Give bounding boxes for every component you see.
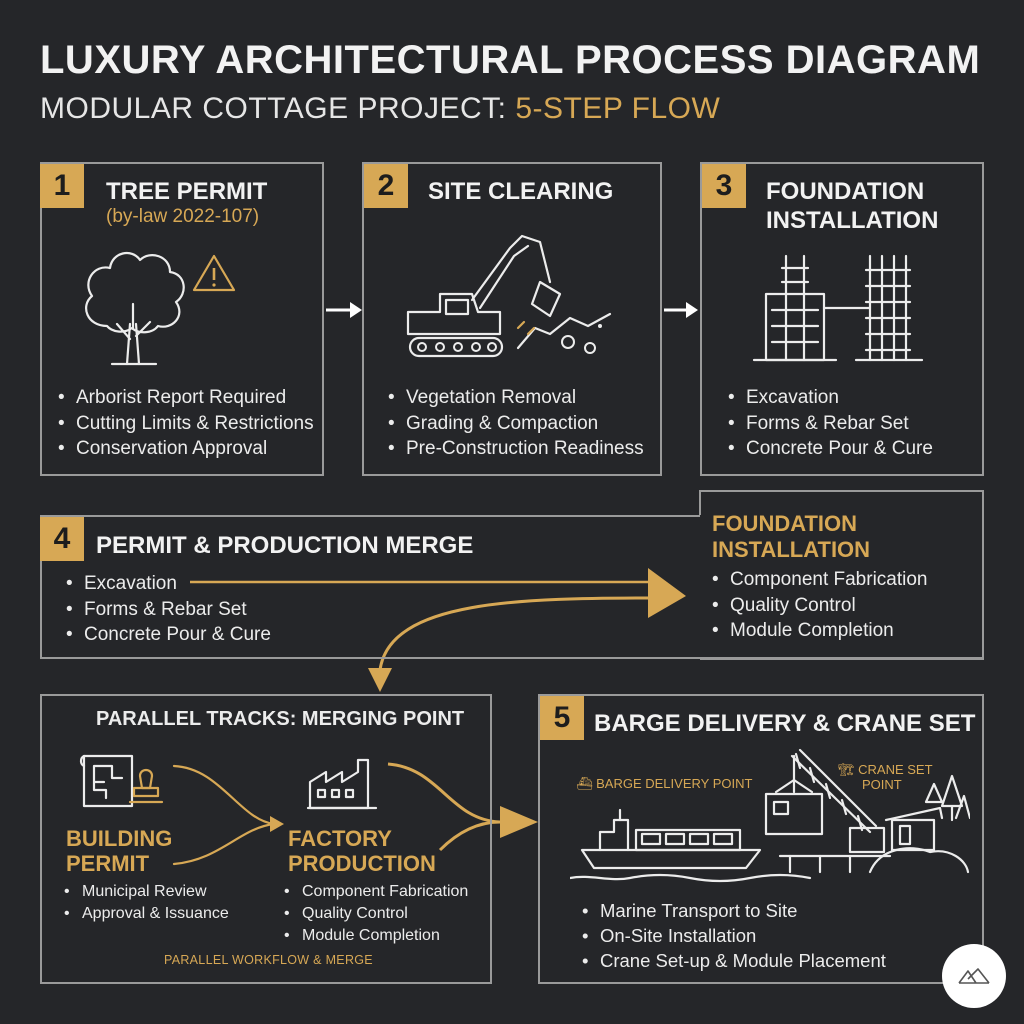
- page-subtitle: MODULAR COTTAGE PROJECT: 5-STEP FLOW: [40, 92, 720, 126]
- step4-number-badge: 4: [40, 517, 84, 561]
- tree-icon: [85, 251, 185, 366]
- step5-box: [538, 694, 984, 984]
- step1-title: TREE PERMIT: [106, 178, 268, 205]
- list-item: Component Fabrication: [712, 567, 928, 593]
- list-item: On-Site Installation: [582, 923, 886, 948]
- list-item: Concrete Pour & Cure: [66, 622, 271, 648]
- barge-crane-scene-icon: [570, 748, 970, 883]
- rebar-forms-icon: [752, 254, 924, 362]
- blueprint-stamp-icon: [79, 754, 164, 808]
- arrow-1-to-2: [326, 302, 362, 318]
- step1-note: (by-law 2022-107): [106, 206, 260, 227]
- step1-bullets: Arborist Report Required Cutting Limits …: [58, 385, 314, 462]
- subtitle-main: MODULAR COTTAGE PROJECT:: [40, 92, 516, 125]
- factory-bullets: Component Fabrication Quality Control Mo…: [284, 881, 468, 947]
- step2-title: SITE CLEARING: [428, 178, 614, 205]
- list-item: Component Fabrication: [284, 881, 468, 903]
- building-permit-label: BUILDING PERMIT: [66, 826, 172, 876]
- step4-right-bullets: Component Fabrication Quality Control Mo…: [712, 567, 928, 644]
- roof-logo-icon: [958, 968, 990, 984]
- crane-icon: 🏗: [838, 762, 859, 777]
- factory-label-line1: FACTORY: [288, 826, 392, 851]
- barge-delivery-label: ⛴ BARGE DELIVERY POINT: [576, 776, 753, 791]
- permit-label-line2: PERMIT: [66, 851, 150, 876]
- step3-title-line1: FOUNDATION: [766, 178, 925, 205]
- list-item: Arborist Report Required: [58, 385, 314, 411]
- list-item: Vegetation Removal: [388, 385, 644, 411]
- step4-title: PERMIT & PRODUCTION MERGE: [96, 532, 474, 559]
- list-item: Marine Transport to Site: [582, 898, 886, 923]
- step4-right-title-line1: FOUNDATION: [712, 511, 858, 536]
- converging-arrows: [172, 764, 284, 866]
- crane-set-label: 🏗 CRANE SET POINT: [838, 762, 933, 792]
- arrow-merge-down: [368, 596, 661, 692]
- step4-right-title: FOUNDATION INSTALLATION: [712, 511, 870, 563]
- list-item: Module Completion: [284, 925, 468, 947]
- list-item: Cutting Limits & Restrictions: [58, 411, 314, 437]
- step4-box: [40, 515, 984, 659]
- step1-number-badge: 1: [40, 164, 84, 208]
- list-item: Grading & Compaction: [388, 411, 644, 437]
- list-item: Module Completion: [712, 618, 928, 644]
- step4-right-title-line2: INSTALLATION: [712, 537, 871, 562]
- list-item: Forms & Rebar Set: [728, 411, 933, 437]
- arrow-parallel-to-step5: [387, 762, 538, 852]
- list-item: Concrete Pour & Cure: [728, 436, 933, 462]
- step4-top-border: [40, 515, 700, 517]
- step1-box: [40, 162, 324, 476]
- list-item: Excavation: [66, 571, 271, 597]
- step2-bullets: Vegetation Removal Grading & Compaction …: [388, 385, 644, 462]
- excavator-icon: [406, 234, 612, 358]
- step3-title: FOUNDATION INSTALLATION: [766, 177, 938, 235]
- list-item: Quality Control: [284, 903, 468, 925]
- step2-number-badge: 2: [364, 164, 408, 208]
- subtitle-accent: 5-STEP FLOW: [515, 92, 721, 125]
- list-item: Approval & Issuance: [64, 903, 229, 925]
- step3-box: [700, 162, 984, 476]
- step3-number-badge: 3: [702, 164, 746, 208]
- warning-icon: [192, 254, 236, 292]
- list-item: Pre-Construction Readiness: [388, 436, 644, 462]
- page-title: LUXURY ARCHITECTURAL PROCESS DIAGRAM: [40, 38, 981, 82]
- step5-bullets: Marine Transport to Site On-Site Install…: [582, 898, 886, 973]
- list-item: Excavation: [728, 385, 933, 411]
- permit-label-line1: BUILDING: [66, 826, 173, 851]
- list-item: Conservation Approval: [58, 436, 314, 462]
- step4-right-bottom: [700, 658, 984, 660]
- list-item: Quality Control: [712, 593, 928, 619]
- parallel-box: [40, 694, 492, 984]
- list-item: Forms & Rebar Set: [66, 597, 271, 623]
- step3-bullets: Excavation Forms & Rebar Set Concrete Po…: [728, 385, 933, 462]
- list-item: Municipal Review: [64, 881, 229, 903]
- step4-right-frame: [700, 490, 984, 660]
- list-item: Crane Set-up & Module Placement: [582, 948, 886, 973]
- step5-number-badge: 5: [540, 696, 584, 740]
- step5-title: BARGE DELIVERY & CRANE SET: [594, 710, 976, 737]
- arrow-2-to-3: [664, 302, 698, 318]
- parallel-title: PARALLEL TRACKS: MERGING POINT: [96, 708, 465, 730]
- factory-production-label: FACTORY PRODUCTION: [288, 826, 436, 876]
- boat-icon: ⛴: [576, 776, 597, 791]
- permit-bullets: Municipal Review Approval & Issuance: [64, 881, 229, 925]
- step2-box: [362, 162, 662, 476]
- factory-icon: [306, 758, 378, 810]
- step4-bullets: Excavation Forms & Rebar Set Concrete Po…: [66, 571, 271, 648]
- roof-logo[interactable]: [942, 944, 1006, 1008]
- factory-label-line2: PRODUCTION: [288, 851, 436, 876]
- parallel-footer: PARALLEL WORKFLOW & MERGE: [164, 953, 373, 967]
- step3-title-line2: INSTALLATION: [766, 207, 939, 234]
